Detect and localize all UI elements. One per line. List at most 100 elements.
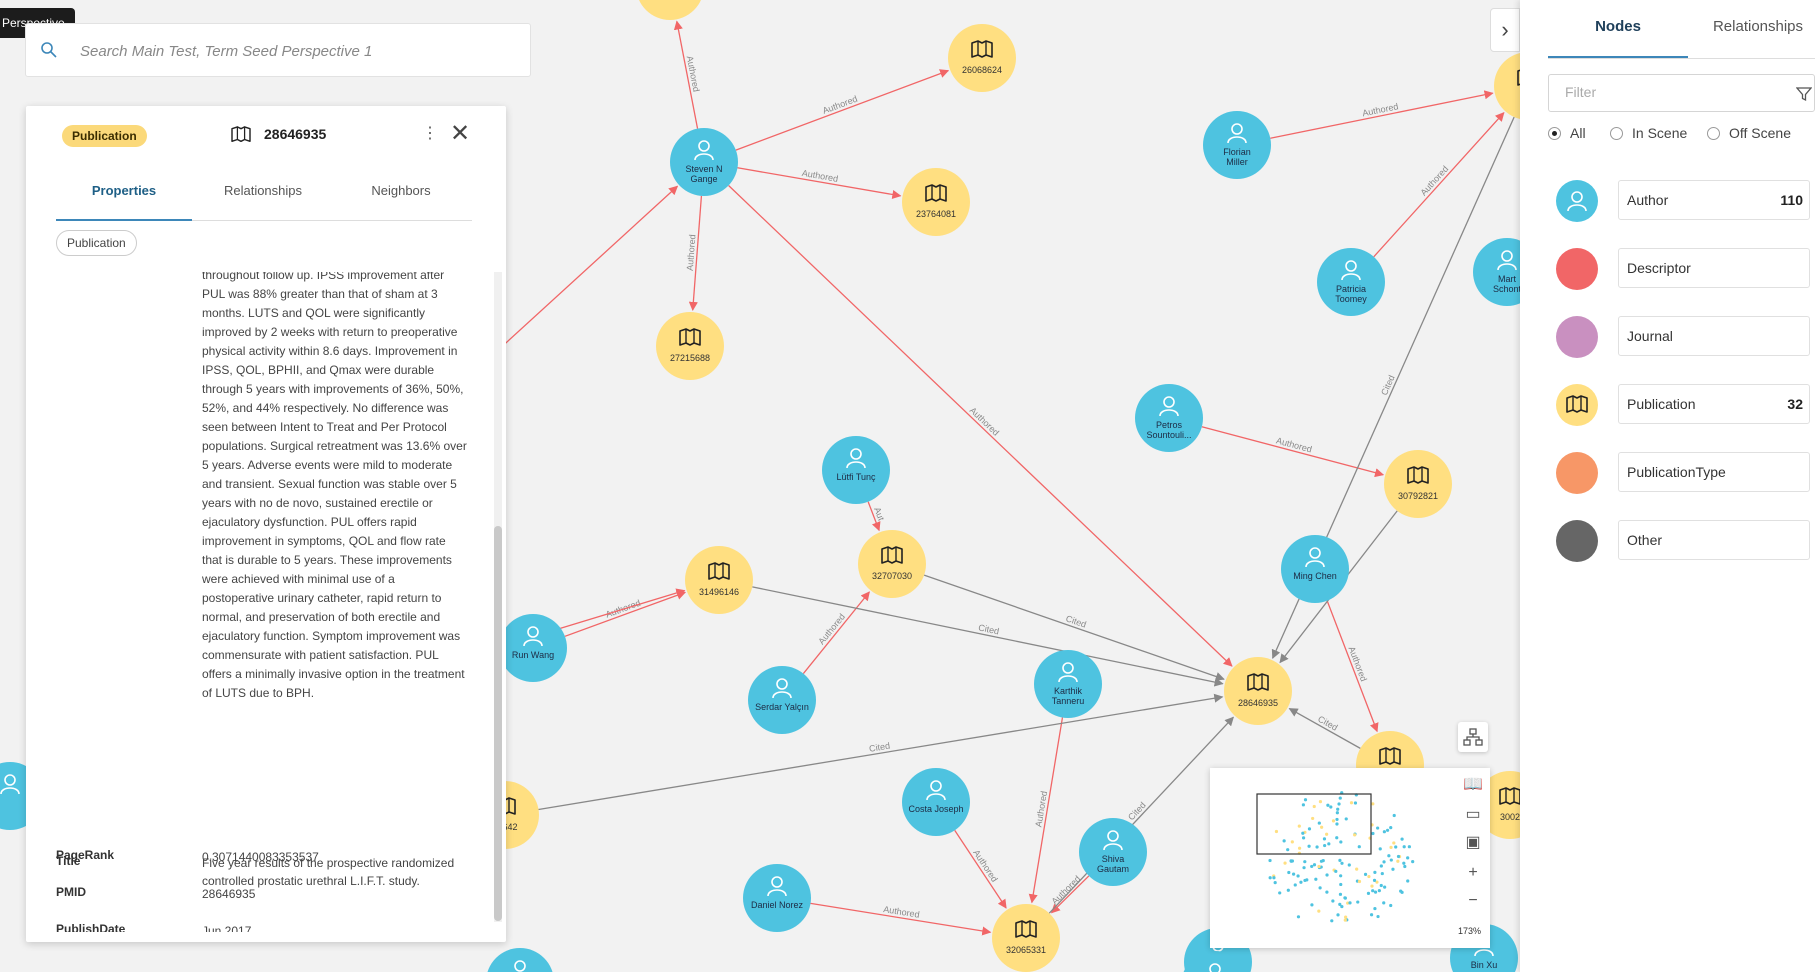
category-row-descriptor[interactable]: Descriptor (1556, 246, 1815, 290)
minimap-dot (1377, 889, 1381, 893)
category-box[interactable]: Journal (1618, 316, 1810, 356)
category-box[interactable]: PublicationType (1618, 452, 1810, 492)
book-icon[interactable]: 📖 (1463, 776, 1483, 793)
relationship-authored[interactable] (728, 185, 1233, 667)
publication-node[interactable]: 32707030 (858, 530, 926, 598)
filter-box[interactable] (1548, 74, 1815, 112)
publication-node[interactable]: 23764081 (902, 168, 970, 236)
category-color-swatch[interactable] (1556, 316, 1598, 358)
category-color-swatch[interactable] (1556, 180, 1598, 222)
category-box[interactable]: Other (1618, 520, 1810, 560)
relationship-authored[interactable] (564, 590, 687, 637)
author-node[interactable] (1181, 951, 1249, 972)
category-color-swatch[interactable] (1556, 384, 1598, 426)
relationship-authored[interactable] (1050, 875, 1090, 914)
label-chip[interactable]: Publication (56, 230, 137, 256)
relationship-authored[interactable] (735, 69, 950, 151)
radio-in-scene[interactable]: In Scene (1610, 125, 1687, 141)
scrollbar-thumb[interactable] (494, 526, 502, 921)
author-node[interactable]: Costa Joseph (902, 768, 970, 836)
category-color-swatch[interactable] (1556, 520, 1598, 562)
collapse-panel-button[interactable]: › (1490, 8, 1520, 52)
author-node[interactable]: Daniel Norez (743, 864, 811, 932)
radio-all[interactable]: All (1548, 125, 1586, 141)
layout-button[interactable] (1458, 722, 1488, 752)
category-row-other[interactable]: Other (1556, 518, 1815, 562)
author-node[interactable]: Run Wang (499, 614, 567, 682)
radio-off-scene[interactable]: Off Scene (1707, 125, 1791, 141)
relationship-authored[interactable] (673, 20, 699, 129)
properties-list[interactable]: throughout follow up. IPSS improvement a… (26, 272, 506, 932)
publication-node[interactable] (1494, 52, 1520, 120)
author-node[interactable]: PetrosSountouli... (1135, 384, 1203, 452)
relationship-authored[interactable] (737, 167, 902, 199)
relationship-cited[interactable] (752, 586, 1224, 687)
fit-screen-icon[interactable]: ▣ (1465, 834, 1481, 851)
relationship-cited[interactable] (923, 574, 1225, 681)
relationship-authored[interactable] (1373, 112, 1505, 258)
tab-neighbors[interactable]: Neighbors (371, 183, 431, 198)
author-node[interactable]: Lütfi Tunç (822, 436, 890, 504)
minimap-dot (1310, 864, 1314, 869)
publication-node[interactable]: 31496146 (685, 546, 753, 614)
relationship-authored[interactable] (688, 195, 703, 312)
relationship-authored[interactable] (1326, 600, 1379, 733)
publication-node[interactable]: 27215688 (656, 312, 724, 380)
author-node[interactable]: Ming Chen (1281, 535, 1349, 603)
more-options-icon[interactable]: ⋮ (422, 125, 438, 142)
search-bar[interactable] (25, 23, 531, 77)
minimap[interactable] (1210, 768, 1490, 948)
category-box[interactable]: Descriptor (1618, 248, 1810, 288)
publication-node[interactable]: 32065331 (992, 904, 1060, 972)
close-icon[interactable]: ✕ (450, 120, 471, 147)
relationship-authored[interactable] (954, 829, 1007, 909)
minimap-dot (1402, 845, 1406, 849)
relationship-authored[interactable] (802, 591, 870, 674)
relationship-authored[interactable] (867, 501, 881, 532)
search-input[interactable] (78, 36, 512, 66)
category-color-swatch[interactable] (1556, 452, 1598, 494)
tab-relationships[interactable]: Relationships (223, 183, 303, 198)
filter-icon[interactable] (1796, 86, 1812, 102)
graph-canvas[interactable]: AuthoredAuthoredAuthoredAuthoredAuthored… (0, 0, 1520, 972)
relationship-authored[interactable] (1201, 426, 1385, 478)
category-color-swatch[interactable] (1556, 248, 1598, 290)
relationship-cited[interactable] (1288, 708, 1361, 749)
minimap-viewport[interactable] (1256, 793, 1372, 855)
relationship-cited[interactable] (1048, 716, 1234, 914)
minimap-canvas[interactable] (1210, 768, 1490, 948)
relationship-cited[interactable] (538, 693, 1224, 811)
node-caption: 3002 (1500, 812, 1520, 822)
filter-input[interactable] (1563, 83, 1787, 101)
zoom-in-icon[interactable]: + (1468, 864, 1478, 881)
author-node[interactable]: Serdar Yalçın (748, 666, 816, 734)
minimap-dot (1371, 802, 1375, 806)
publication-node[interactable]: 30792821 (1384, 450, 1452, 518)
minimap-dot (1382, 830, 1386, 834)
presentation-icon[interactable]: ▭ (1465, 806, 1481, 823)
tab-properties[interactable]: Properties (56, 166, 192, 221)
category-badge[interactable]: Publication (62, 125, 147, 147)
publication-node[interactable] (636, 0, 704, 20)
relationship-authored[interactable] (1028, 717, 1064, 904)
publication-node[interactable]: 26068624 (948, 24, 1016, 92)
tab-relationships[interactable]: Relationships (1712, 18, 1804, 35)
tab-nodes[interactable]: Nodes (1548, 0, 1688, 58)
category-row-publicationtype[interactable]: PublicationType (1556, 450, 1815, 494)
relationship-authored[interactable] (1270, 90, 1494, 139)
category-row-journal[interactable]: Journal (1556, 314, 1815, 358)
relationship-authored[interactable] (810, 902, 992, 936)
author-node[interactable] (486, 948, 554, 972)
publication-node[interactable]: 28646935 (1224, 657, 1292, 725)
zoom-out-icon[interactable]: − (1468, 892, 1478, 909)
